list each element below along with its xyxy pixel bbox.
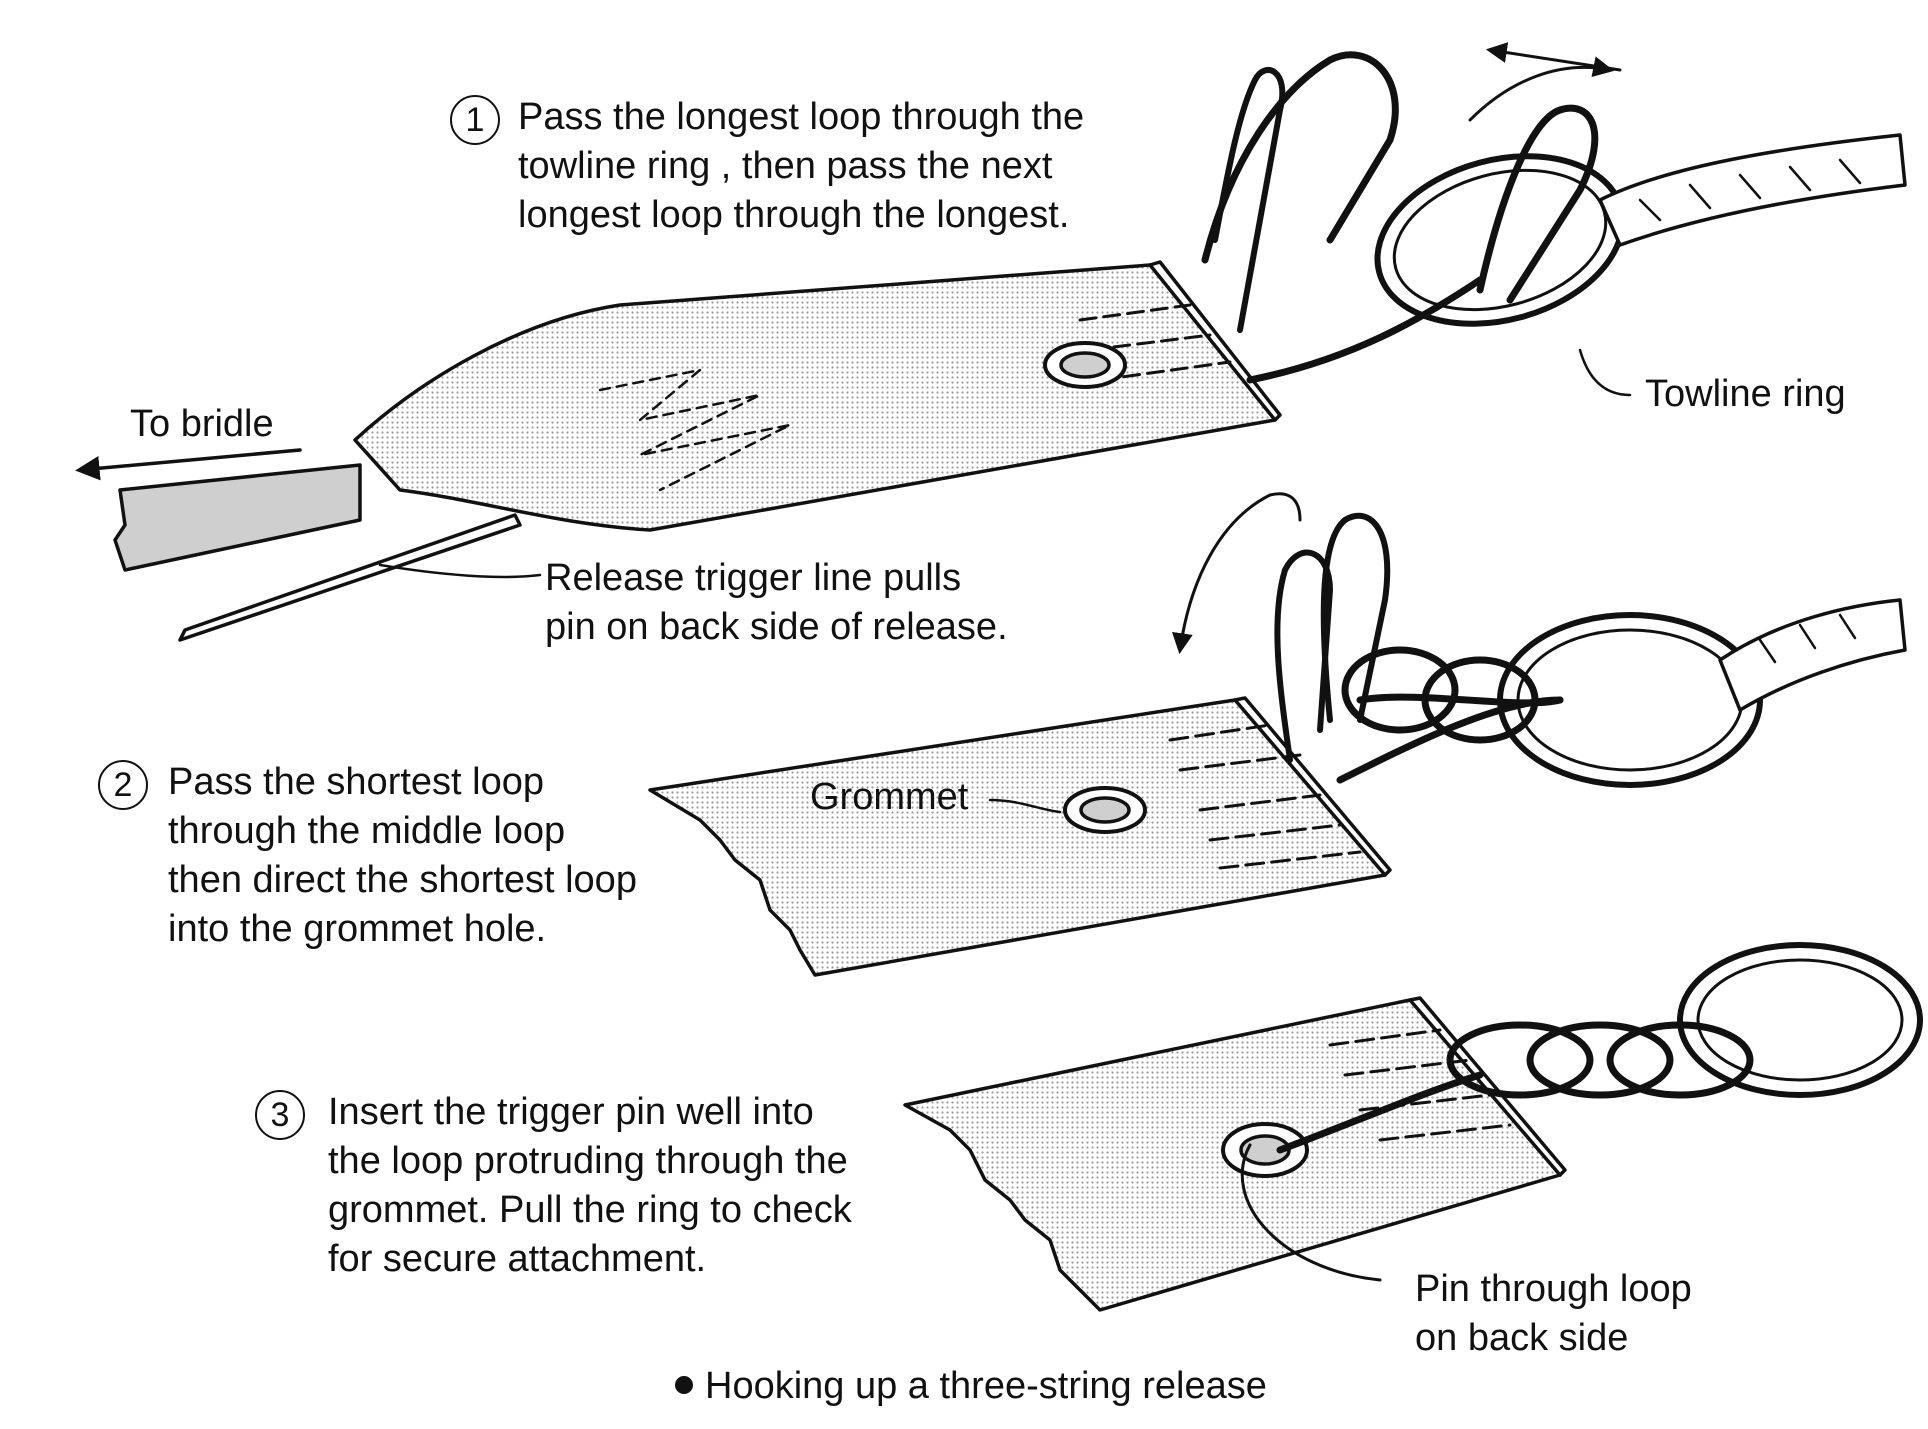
label-to-bridle: To bridle	[130, 403, 274, 445]
bullet-icon	[675, 1375, 693, 1394]
step-1-text: Pass the longest loop through the towlin…	[518, 93, 1084, 240]
rotate-arrow-1	[1468, 56, 1615, 122]
release-trigger-line-1: Release trigger line pulls	[545, 557, 962, 599]
step-2-text: Pass the shortest loop through the middl…	[168, 758, 637, 954]
rotate-arrow-2	[1171, 492, 1302, 655]
label-grommet: Grommet	[810, 776, 969, 818]
step-3-line-4: for secure attachment.	[328, 1238, 707, 1280]
step-2-line-3: then direct the shortest loop	[168, 859, 637, 901]
towline-ring-1	[1374, 153, 1626, 327]
figure-1	[75, 42, 1907, 642]
bridle-strap	[113, 463, 362, 572]
release-trigger-line-2: pin on back side of release.	[545, 606, 1008, 648]
step-3-line-3: grommet. Pull the ring to check	[328, 1189, 852, 1231]
caption-text: Hooking up a three-string release	[705, 1365, 1267, 1407]
loop-middle	[1246, 276, 1484, 384]
pin-line-1: Pin through loop	[1415, 1268, 1692, 1310]
step-1-number: 1	[450, 95, 500, 145]
release-body	[353, 263, 1277, 532]
label-release-trigger: Release trigger line pulls pin on back s…	[545, 554, 1008, 652]
step-2-line-1: Pass the shortest loop	[168, 761, 544, 803]
loop-long	[1201, 51, 1399, 264]
towline-ring-3	[1677, 942, 1923, 1098]
step-3-number: 3	[255, 1090, 305, 1140]
to-bridle-arrow	[75, 448, 302, 481]
figure-3	[903, 942, 1923, 1312]
pin-line-2: on back side	[1415, 1317, 1629, 1359]
step-2-line-4: into the grommet hole.	[168, 908, 547, 950]
step-3-line-1: Insert the trigger pin well into	[328, 1091, 814, 1133]
step-1-line-2: towline ring , then pass the next	[518, 145, 1053, 187]
step-3-text: Insert the trigger pin well into the loo…	[328, 1088, 852, 1284]
step-2-number: 2	[98, 760, 148, 810]
step-2-line-2: through the middle loop	[168, 810, 566, 852]
trigger-pin	[1240, 1143, 1382, 1282]
trigger-line	[178, 513, 522, 642]
step-3-line-2: the loop protruding through the	[328, 1140, 848, 1182]
step-1-line-1: Pass the longest loop through the	[518, 96, 1085, 138]
towline-rope-2	[1718, 598, 1907, 712]
figure-2	[648, 492, 1907, 977]
label-pin-through-loop: Pin through loop on back side	[1415, 1265, 1692, 1363]
stitching	[598, 368, 792, 492]
figure-caption: Hooking up a three-string release	[675, 1365, 1267, 1408]
label-towline-ring: Towline ring	[1645, 373, 1846, 415]
release-tab-2	[648, 698, 1387, 977]
step-1-line-3: longest loop through the longest.	[518, 194, 1070, 236]
